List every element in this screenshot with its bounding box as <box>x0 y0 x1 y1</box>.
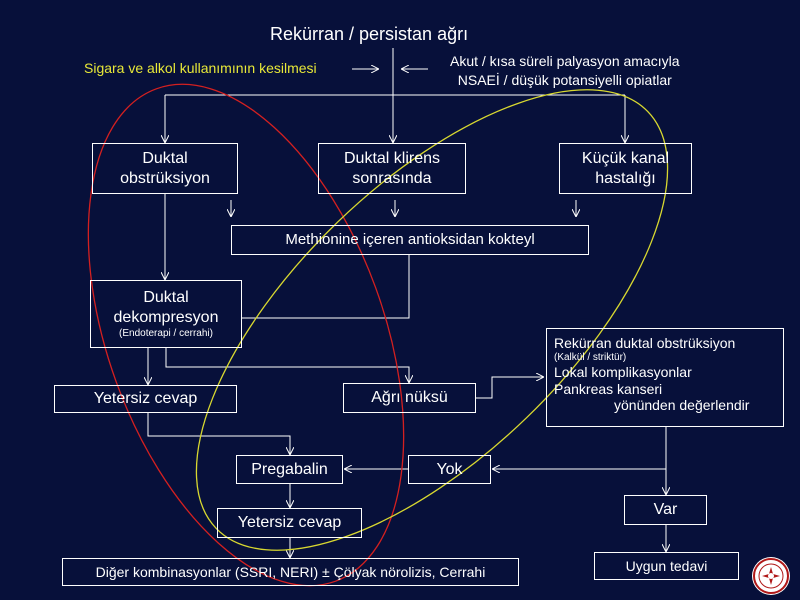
decompression-line1: Duktal <box>143 288 189 306</box>
ductal-obstruction-line2: obstrüksiyon <box>120 169 210 187</box>
diagram-title: Rekürran / persistan ağrı <box>270 24 469 44</box>
arrow-to-pregabalin <box>147 413 290 454</box>
insufficient-response-box-2: Yetersiz cevap <box>217 508 362 538</box>
pain-relapse-box: Ağrı nüksü <box>343 383 476 413</box>
palliation-note-line1: Akut / kısa süreli palyasyon amacıyla <box>450 53 680 69</box>
ductal-obstruction-box: Duktal obstrüksiyon <box>92 143 238 194</box>
pregabalin-box: Pregabalin <box>236 455 343 484</box>
small-duct-line1: Küçük kanal <box>581 150 670 168</box>
insufficient-response-box-1: Yetersiz cevap <box>54 385 237 413</box>
university-seal-icon <box>752 557 790 595</box>
recurrent-eval-line1: Rekürran duktal obstrüksiyon <box>554 335 736 351</box>
recurrent-evaluation-box: Rekürran duktal obstrüksiyon (Kalkül / s… <box>546 328 784 427</box>
decompression-line2: dekompresyon <box>113 308 219 326</box>
cessation-note: Sigara ve alkol kullanımının kesilmesi <box>84 60 317 76</box>
palliation-note-line2: NSAEİ / düşük potansiyelli opiatlar <box>457 71 672 88</box>
arrow-to-pain-relapse <box>165 348 409 382</box>
recurrent-eval-line3: Lokal komplikasyonlar <box>554 363 692 380</box>
ductal-clearance-box: Duktal klirens sonrasında <box>318 143 466 194</box>
methionine-box: Methionine içeren antioksidan kokteyl <box>231 225 589 255</box>
decompression-note: (Endoterapi / cerrahi) <box>119 327 213 339</box>
appropriate-treatment-box: Uygun tedavi <box>594 552 739 580</box>
ductal-clearance-line2: sonrasında <box>352 169 432 187</box>
ductal-clearance-line1: Duktal klirens <box>343 150 441 168</box>
yellow-highlight-ellipse <box>195 89 669 551</box>
recurrent-eval-line5: yönünden değerlendir <box>614 397 750 414</box>
recurrent-eval-line4: Pankreas kanseri <box>554 380 663 397</box>
red-highlight-ellipse <box>87 83 405 587</box>
ductal-obstruction-line1: Duktal <box>142 150 188 168</box>
small-duct-box: Küçük kanal hastalığı <box>559 143 692 194</box>
other-combinations-box: Diğer kombinasyonlar (SSRI, NERI) ± Çöly… <box>62 558 519 586</box>
palliation-note: Akut / kısa süreli palyasyon amacıyla NS… <box>450 52 680 90</box>
present-box: Var <box>624 495 707 525</box>
connector-methionine-return <box>242 255 410 319</box>
small-duct-line2: hastalığı <box>595 169 656 187</box>
none-box: Yok <box>408 455 491 484</box>
arrow-to-recurrent-eval <box>476 377 543 399</box>
arrow-to-none <box>493 427 667 469</box>
decompression-box: Duktal dekompresyon (Endoterapi / cerrah… <box>90 280 242 348</box>
recurrent-eval-line2: (Kalkül / striktür) <box>554 351 627 363</box>
